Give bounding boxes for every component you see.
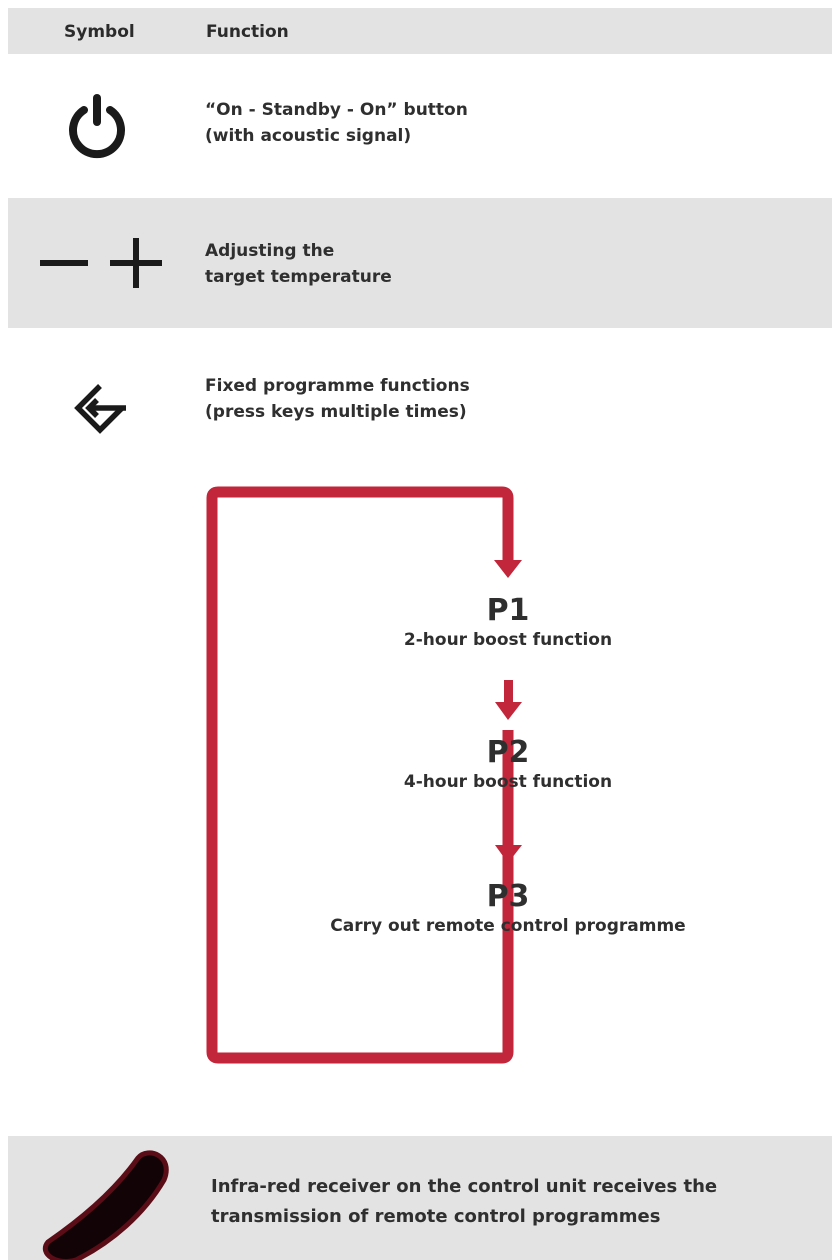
programme-p3-code: P3 [486, 879, 530, 914]
receiver-line1: Infra-red receiver on the control unit r… [211, 1176, 718, 1197]
programme-description: Fixed programme functions (press keys mu… [205, 373, 470, 425]
programme-p2: P2 4-hour boost function [308, 736, 708, 794]
arrow-p1-to-p2 [495, 680, 522, 720]
table-row-temperature: Adjusting the target temperature [8, 198, 832, 328]
programme-p2-desc: 4-hour boost function [403, 772, 613, 792]
symbol-column-header: Symbol [64, 22, 135, 42]
minus-plus-icon [40, 238, 162, 288]
temperature-line1: Adjusting the [205, 241, 335, 261]
power-icon [69, 94, 125, 159]
programme-line2: (press keys multiple times) [205, 402, 467, 422]
programme-p3-desc: Carry out remote control programme [330, 916, 686, 936]
power-line1: “On - Standby - On” button [205, 100, 468, 120]
programme-p1: P1 2-hour boost function [308, 594, 708, 652]
power-line2: (with acoustic signal) [205, 126, 412, 146]
arrow-p2-to-p3 [495, 823, 522, 863]
temperature-line2: target temperature [205, 267, 392, 287]
receiver-description: Infra-red receiver on the control unit r… [211, 1172, 717, 1232]
power-description: “On - Standby - On” button (with acousti… [205, 97, 468, 149]
programme-p3: P3 Carry out remote control programme [258, 880, 758, 938]
table-header: Symbol Function [8, 8, 832, 54]
temperature-description: Adjusting the target temperature [205, 238, 392, 290]
programme-p1-desc: 2-hour boost function [403, 630, 613, 650]
infrared-receiver-icon [43, 1150, 169, 1260]
programme-enter-icon [74, 384, 126, 434]
function-column-header: Function [206, 22, 289, 42]
programme-p2-code: P2 [486, 735, 530, 770]
programme-line1: Fixed programme functions [205, 376, 470, 396]
table-row-receiver: Infra-red receiver on the control unit r… [8, 1136, 832, 1260]
receiver-line2: transmission of remote control programme… [211, 1206, 661, 1227]
cycle-arrow-head [494, 560, 522, 578]
cycle-loop-line [206, 486, 514, 1064]
programme-p1-code: P1 [486, 593, 530, 628]
